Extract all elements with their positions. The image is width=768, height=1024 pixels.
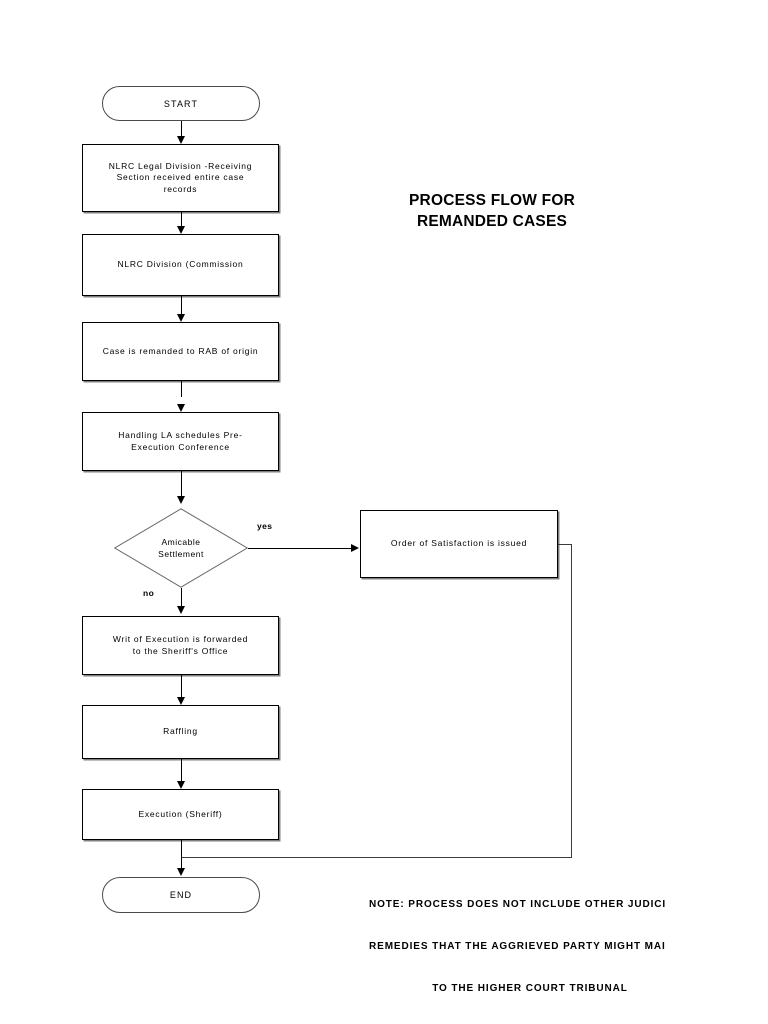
connector-receiving-to-division bbox=[181, 212, 182, 226]
node-amicable-settlement[interactable]: Amicable Settlement bbox=[114, 508, 248, 588]
connector-remanded-to-preexec bbox=[181, 381, 182, 397]
connector-execution-to-end bbox=[181, 840, 182, 868]
branch-label-no: no bbox=[143, 588, 155, 598]
node-preexecution-conference[interactable]: Handling LA schedules Pre- Execution Con… bbox=[82, 412, 279, 471]
connector-writ-to-raffling bbox=[181, 675, 182, 697]
note-line-1: NOTE: PROCESS DOES NOT INCLUDE OTHER JUD… bbox=[369, 899, 667, 910]
arrow-execution-to-end bbox=[176, 868, 185, 876]
arrow-receiving-to-division bbox=[176, 226, 185, 234]
branch-label-yes: yes bbox=[257, 521, 273, 531]
node-case-remanded[interactable]: Case is remanded to RAB of origin bbox=[82, 322, 279, 381]
node-order-of-satisfaction-label: Order of Satisfaction is issued bbox=[390, 538, 528, 549]
arrow-remanded-to-preexec bbox=[176, 404, 185, 412]
node-end[interactable]: END bbox=[102, 877, 260, 913]
node-case-remanded-label: Case is remanded to RAB of origin bbox=[102, 345, 259, 356]
node-start-label: START bbox=[163, 98, 199, 109]
note-line-3: TO THE HIGHER COURT TRIBUNAL bbox=[432, 983, 628, 994]
node-raffling[interactable]: Raffling bbox=[82, 705, 279, 759]
arrow-raffling-to-execution bbox=[176, 781, 185, 789]
note-line-2: REMEDIES THAT THE AGGRIEVED PARTY MIGHT … bbox=[369, 941, 666, 952]
note-block: NOTE: PROCESS DOES NOT INCLUDE OTHER JUD… bbox=[369, 870, 691, 1024]
connector-ordersat-return-top bbox=[558, 543, 572, 545]
node-nlrc-division[interactable]: NLRC Division (Commission bbox=[82, 234, 279, 296]
node-execution-sheriff[interactable]: Execution (Sheriff) bbox=[82, 789, 279, 840]
page-title: PROCESS FLOW FOR REMANDED CASES bbox=[409, 192, 575, 230]
connector-raffling-to-execution bbox=[181, 759, 182, 781]
arrow-preexec-to-decision bbox=[176, 496, 185, 504]
arrow-writ-to-raffling bbox=[176, 697, 185, 705]
connector-preexec-to-decision bbox=[181, 471, 182, 496]
node-raffling-label: Raffling bbox=[163, 726, 198, 737]
arrow-decision-yes bbox=[351, 543, 359, 552]
connector-decision-no bbox=[181, 588, 182, 606]
arrow-division-to-remanded bbox=[176, 314, 185, 322]
diamond-shape bbox=[114, 508, 248, 588]
node-writ-of-execution[interactable]: Writ of Execution is forwarded to the Sh… bbox=[82, 616, 279, 675]
node-start[interactable]: START bbox=[102, 86, 260, 121]
node-nlrc-division-label: NLRC Division (Commission bbox=[117, 259, 244, 270]
node-execution-sheriff-label: Execution (Sheriff) bbox=[138, 808, 223, 819]
node-preexecution-conference-label: Handling LA schedules Pre- Execution Con… bbox=[118, 430, 243, 452]
connector-ordersat-return-bottom bbox=[181, 856, 572, 858]
arrow-decision-no bbox=[176, 606, 185, 614]
node-end-label: END bbox=[169, 890, 193, 900]
connector-decision-yes bbox=[248, 547, 352, 549]
connector-division-to-remanded bbox=[181, 296, 182, 314]
node-receiving-section[interactable]: NLRC Legal Division -Receiving Section r… bbox=[82, 144, 279, 212]
node-order-of-satisfaction[interactable]: Order of Satisfaction is issued bbox=[360, 510, 558, 578]
node-amicable-settlement-label: Amicable Settlement bbox=[158, 537, 204, 559]
connector-start-to-receiving bbox=[181, 121, 182, 140]
node-receiving-section-label: NLRC Legal Division -Receiving Section r… bbox=[108, 160, 253, 194]
node-writ-of-execution-label: Writ of Execution is forwarded to the Sh… bbox=[112, 634, 249, 656]
connector-ordersat-return-vertical bbox=[571, 543, 572, 858]
arrow-start-to-receiving bbox=[176, 136, 185, 144]
